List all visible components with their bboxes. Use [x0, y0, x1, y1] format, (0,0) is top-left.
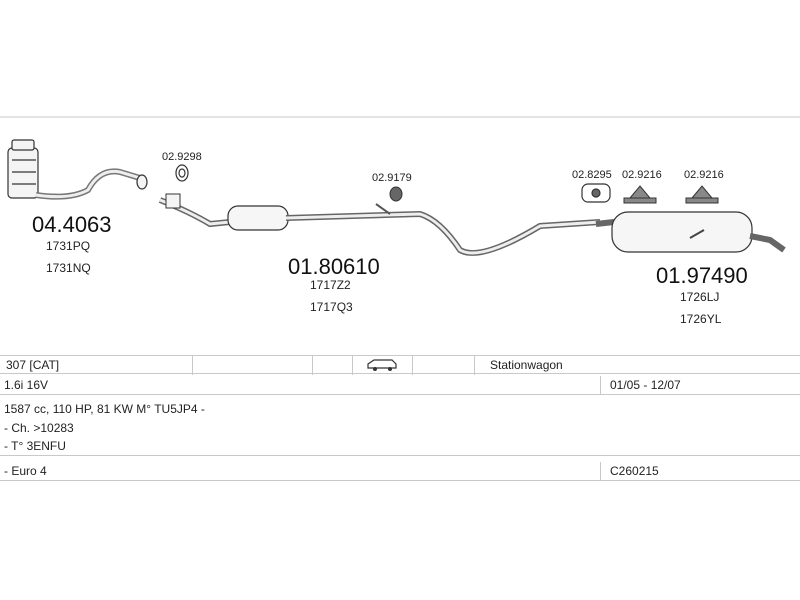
- rubber-mount-icon-3[interactable]: [685, 185, 719, 204]
- divider: [312, 356, 313, 375]
- divider: [600, 462, 601, 481]
- divider: [474, 356, 475, 375]
- divider: [352, 356, 353, 375]
- ref-catalyst-1: 1731PQ: [46, 239, 90, 253]
- table-row-chassis: - Ch. >10283: [0, 419, 800, 438]
- table-row-engine: 1.6i 16V 01/05 - 12/07: [0, 376, 800, 395]
- rubber-mount-icon-1[interactable]: [581, 183, 611, 203]
- middle-silencer[interactable]: [158, 193, 601, 256]
- ref-rear-2: 1726YL: [680, 312, 722, 326]
- catalytic-converter[interactable]: [7, 139, 148, 200]
- type-code-label: - T° 3ENFU: [4, 439, 66, 453]
- emission-label: - Euro 4: [4, 464, 47, 478]
- body-type-label: Stationwagon: [490, 358, 563, 372]
- part-code-clamp: 02.9179: [372, 172, 412, 184]
- rear-silencer[interactable]: [595, 211, 786, 253]
- table-row-model: 307 [CAT] Stationwagon: [0, 355, 800, 377]
- table-row-emission: - Euro 4 C260215: [0, 462, 800, 481]
- divider: [192, 356, 193, 375]
- part-code-gasket: 02.9298: [162, 151, 202, 163]
- ref-rear-1: 1726LJ: [680, 290, 719, 304]
- specs-label: 1587 cc, 110 HP, 81 KW M° TU5JP4 -: [4, 402, 205, 416]
- part-code-rear: 01.97490: [656, 263, 748, 288]
- ref-middle-1: 1717Z2: [310, 278, 351, 292]
- part-code-catalyst: 04.4063: [32, 212, 112, 237]
- ref-middle-2: 1717Q3: [310, 300, 353, 314]
- part-code-rubber3: 02.9216: [684, 169, 724, 181]
- part-code-middle: 01.80610: [288, 254, 380, 279]
- table-row-type: - T° 3ENFU: [0, 437, 800, 456]
- ref-catalyst-2: 1731NQ: [46, 261, 91, 275]
- rubber-mount-icon-2[interactable]: [623, 185, 657, 204]
- engine-label: 1.6i 16V: [4, 378, 49, 392]
- chassis-label: - Ch. >10283: [4, 421, 74, 435]
- divider: [412, 356, 413, 375]
- part-code-rubber2: 02.9216: [622, 169, 662, 181]
- car-icon: [366, 358, 398, 377]
- clamp-icon[interactable]: [375, 186, 403, 215]
- model-label: 307 [CAT]: [6, 358, 60, 372]
- divider: [600, 376, 601, 395]
- table-row-specs: 1587 cc, 110 HP, 81 KW M° TU5JP4 -: [0, 400, 800, 419]
- catalog-code-label: C260215: [610, 464, 659, 478]
- date-range-label: 01/05 - 12/07: [610, 378, 681, 392]
- gasket-icon[interactable]: [175, 164, 189, 182]
- part-code-rubber1: 02.8295: [572, 169, 612, 181]
